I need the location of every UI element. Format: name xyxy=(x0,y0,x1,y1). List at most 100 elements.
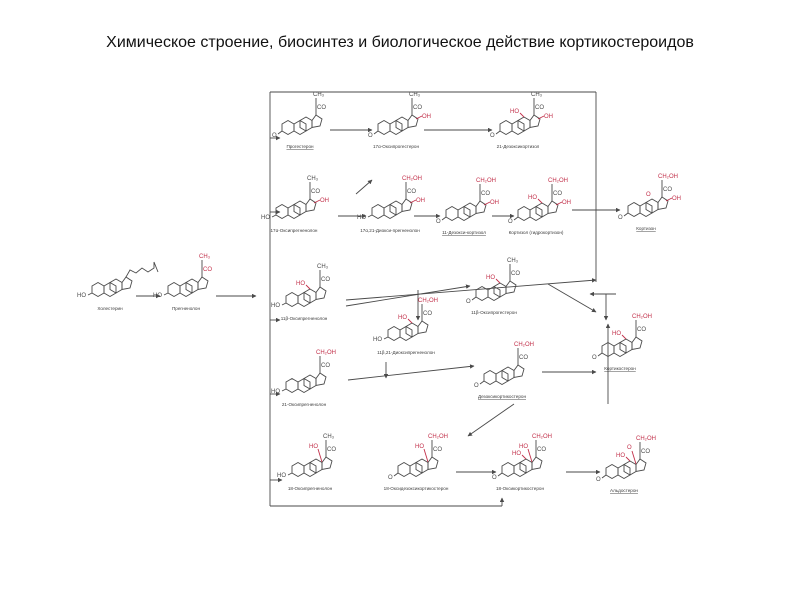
carbonyl-20-group: CO xyxy=(203,267,212,273)
carbonyl-20-group: CO xyxy=(481,191,490,197)
hydroxymethyl-21-group: CH₂OH xyxy=(658,174,678,180)
compound-label-ohcort18: 18-Оксикортикостерон xyxy=(496,486,545,491)
compound-label-ohpreg11: 11β-Оксипрегненолон xyxy=(281,316,328,321)
reaction-arrow-13 xyxy=(355,179,373,195)
compound-label-ohpreg17: 17α-Оксипрегненолон xyxy=(271,228,318,233)
hydroxyl-11-group: HO xyxy=(512,451,521,457)
hydroxyl-3-group: HO xyxy=(261,215,270,221)
hydroxyl-3-group: HO xyxy=(373,337,382,343)
hydroxyl-3-group: HO xyxy=(153,293,162,299)
molecule-cortisone: O O CO CH₂OH OH Кортизон xyxy=(618,174,681,231)
carbonyl-20-group: CO xyxy=(637,327,646,333)
carbonyl-20-group: CO xyxy=(663,187,672,193)
keto-3-group: O xyxy=(618,215,623,221)
hydroxyl-3-group: HO xyxy=(277,473,286,479)
carbonyl-20-group: CO xyxy=(519,355,528,361)
compound-label-deoxycortisol11: 11-Дезокси-кортизол xyxy=(442,230,486,235)
compound-label-progesterone: Прогестерон xyxy=(286,144,314,149)
hydroxyl-17-group: OH xyxy=(490,200,499,206)
hydroxymethyl-21-group: CH₂OH xyxy=(418,298,438,304)
hydroxymethyl-21-group: CH₂OH xyxy=(476,178,496,184)
hydroxymethyl-21-group: CH₂OH xyxy=(514,342,534,348)
reaction-arrows xyxy=(136,91,621,507)
carbonyl-20-group: CO xyxy=(413,105,422,111)
keto-3-group: O xyxy=(592,355,597,361)
hydroxyl-17-group: OH xyxy=(672,196,681,202)
hydroxymethyl-21-group: CH₂OH xyxy=(428,434,448,440)
keto-3-group: O xyxy=(272,133,277,139)
hydroxyl-3-group: HO xyxy=(77,293,86,299)
compound-label-dihydroxypreg: 17α,21-Диокси-прегненолон xyxy=(360,228,420,233)
molecule-ohprog11: O HO CO CH₃ 11β-Оксипрогестерон xyxy=(466,258,520,315)
compound-label-ohpreg18: 18-Оксипрегненолон xyxy=(288,486,333,491)
keto-3-group: O xyxy=(508,219,513,225)
hydroxyl-3-group: HO xyxy=(271,389,280,395)
keto-3-group: O xyxy=(466,299,471,305)
compound-label-ohprog11: 11β-Оксипрогестерон xyxy=(471,310,517,315)
carbonyl-20-group: CO xyxy=(535,105,544,111)
hydroxymethyl-21-group: CH₂OH xyxy=(316,350,336,356)
hydroxymethyl-21-group: CH₂OH xyxy=(548,178,568,184)
molecule-cholesterol: HO Холестерин xyxy=(77,261,159,311)
hydroxyl-17-group: OH xyxy=(562,200,571,206)
carbonyl-20-group: CO xyxy=(317,105,326,111)
hydroxyl-11-group: HO xyxy=(510,109,519,115)
hydroxyl-17-group: OH xyxy=(544,114,553,120)
reaction-arrow-27 xyxy=(467,403,515,437)
compound-label-ohp17: 17α-Оксипрогестерон xyxy=(373,144,420,149)
carbonyl-20-group: CO xyxy=(433,447,442,453)
hydroxymethyl-21-group: CH₂OH xyxy=(636,436,656,442)
carbonyl-20-group: CO xyxy=(311,189,320,195)
molecule-cortisol: O HO CO CH₂OH OH Кортизол (гидрокортизон) xyxy=(508,178,571,235)
keto-11-group: O xyxy=(646,192,651,198)
hydroxyl-18-group: HO xyxy=(519,444,528,450)
keto-3-group: O xyxy=(596,477,601,483)
keto-3-group: O xyxy=(474,383,479,389)
hydroxyl-3-group: HO xyxy=(357,215,366,221)
hydroxyl-11-group: HO xyxy=(616,453,625,459)
compound-label-ohdoc18: 18-Оксидезоксикортикостерон xyxy=(384,486,449,491)
hydroxyl-11-group: HO xyxy=(612,331,621,337)
carbonyl-20-group: CO xyxy=(407,189,416,195)
hydroxyl-18-group: HO xyxy=(415,444,424,450)
keto-3-group: O xyxy=(490,133,495,139)
reaction-arrow-22 xyxy=(347,364,475,381)
compound-label-cortisol: Кортизол (гидрокортизон) xyxy=(509,230,564,235)
hydroxyl-11-group: HO xyxy=(398,315,407,321)
compound-label-doc: Дезоксикортикостерон xyxy=(478,394,526,399)
hydroxyl-17-group: OH xyxy=(320,198,329,204)
carbonyl-20-group: CO xyxy=(511,271,520,277)
hydroxymethyl-21-group: CH₂OH xyxy=(632,314,652,320)
compound-label-cholesterol: Холестерин xyxy=(97,306,123,311)
hydroxyl-11-group: HO xyxy=(486,275,495,281)
molecules: HOХолестеринHOCOCH₃ПрегненолонOCOCH₃Прог… xyxy=(77,92,681,493)
keto-3-group: O xyxy=(388,475,393,481)
compound-label-cortisone: Кортизон xyxy=(636,226,656,231)
hydroxyl-17-group: OH xyxy=(422,114,431,120)
hydroxyl-17-group: OH xyxy=(416,198,425,204)
slide-title: Химическое строение, биосинтез и биологи… xyxy=(106,34,694,51)
carbonyl-20-group: CO xyxy=(423,311,432,317)
carbonyl-20-group: CO xyxy=(553,191,562,197)
methyl-21-group: CH₃ xyxy=(507,258,519,264)
carbonyl-20-group: CO xyxy=(537,447,546,453)
hydroxyl-11-group: HO xyxy=(528,195,537,201)
molecule-ohdoc18: O HO CO CH₂OH 18-Оксидезоксикортикостерон xyxy=(384,434,449,491)
methyl-21-group: CH₃ xyxy=(199,254,211,260)
compound-label-aldosterone: Альдостерон xyxy=(610,488,638,493)
molecule-doc: O CO CH₂OH Дезоксикортикостерон xyxy=(474,342,534,399)
hydroxyl-18-group: HO xyxy=(309,444,318,450)
